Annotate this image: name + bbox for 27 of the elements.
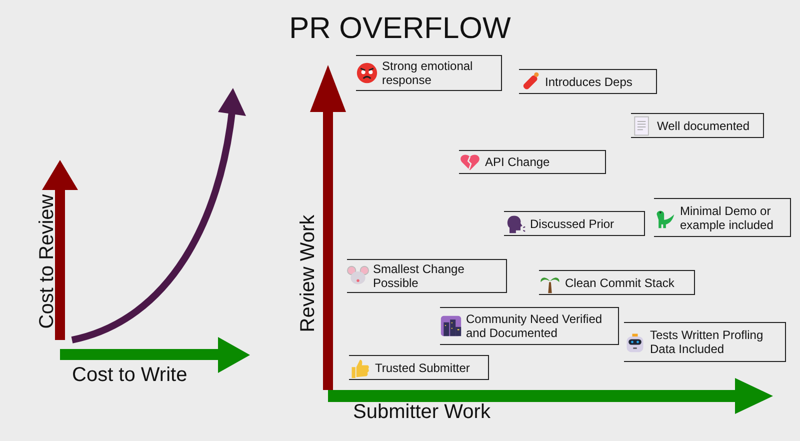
note-text: API Change: [484, 155, 551, 169]
note-text: Community Need Verified and Documented: [465, 312, 604, 340]
note-text: Strong emotional response: [381, 59, 474, 87]
axis-label: Review Work: [297, 214, 320, 332]
note-text: Minimal Demo or example included: [679, 204, 774, 232]
note-box: [654, 198, 791, 237]
note-box: [631, 113, 764, 138]
axis-label: Cost to Review: [36, 194, 59, 329]
note-text: Clean Commit Stack: [564, 276, 676, 290]
note-text: Discussed Prior: [529, 216, 616, 230]
note-box: [519, 69, 657, 94]
axis-label: Submitter Work: [353, 401, 490, 424]
note-box: [504, 211, 645, 236]
title: PR OVERFLOW: [288, 12, 512, 46]
axis-label: Cost to Write: [72, 364, 188, 387]
note-text: Trusted Submitter: [374, 360, 471, 374]
note-text: Smallest Change Possible: [372, 262, 466, 290]
note-text: Tests Written Profling Data Included: [649, 328, 764, 356]
note-box: [356, 55, 502, 91]
note-text: Well documented: [656, 118, 750, 132]
note-box: [347, 259, 507, 293]
note-box: [539, 270, 695, 295]
note-box: [624, 322, 786, 362]
note-box: [440, 307, 619, 345]
note-text: Introduces Deps: [544, 74, 634, 88]
note-box: [459, 150, 606, 174]
note-box: [349, 355, 489, 380]
